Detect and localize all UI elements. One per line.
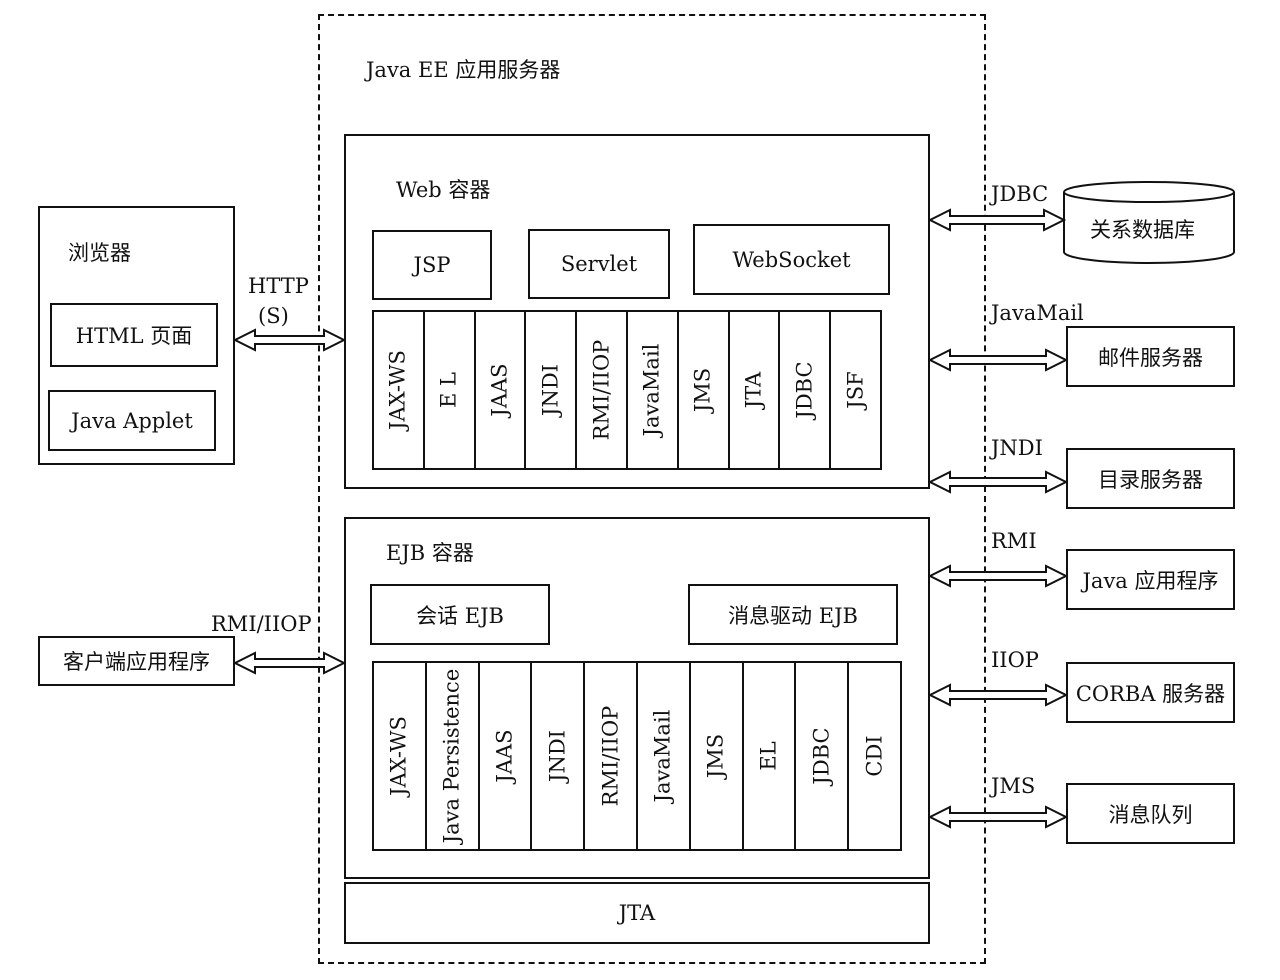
jms-link-label: JMS bbox=[991, 774, 1036, 798]
ejb-api-cell: CDI bbox=[849, 663, 900, 849]
ejb-api-jdbc: JDBC bbox=[809, 727, 834, 785]
ejb-api-jms: JMS bbox=[703, 733, 728, 779]
web-api-el: E L bbox=[436, 372, 461, 408]
web-api-rmi-iiop: RMI/IIOP bbox=[589, 339, 614, 441]
web-api-cell: JMS bbox=[679, 312, 730, 468]
corba-server-box: CORBA 服务器 bbox=[1066, 662, 1235, 723]
web-api-cell: JAAS bbox=[476, 312, 527, 468]
ejb-api-cell: JMS bbox=[691, 663, 744, 849]
web-api-jms: JMS bbox=[690, 367, 715, 413]
web-api-cell: JNDI bbox=[526, 312, 578, 468]
ejb-api-cell: JDBC bbox=[796, 663, 850, 849]
web-api-jsf: JSF bbox=[843, 371, 868, 409]
java-app-box: Java 应用程序 bbox=[1066, 549, 1235, 610]
http-label: HTTP bbox=[248, 274, 309, 298]
web-api-cell: JAX-WS bbox=[374, 312, 425, 468]
ejb-api-jax-ws: JAX-WS bbox=[386, 716, 411, 796]
web-api-cell: JTA bbox=[730, 312, 781, 468]
database-label: 关系数据库 bbox=[1090, 218, 1195, 242]
java-app-label: Java 应用程序 bbox=[1082, 568, 1219, 593]
ejb-api-cell: EL bbox=[744, 663, 797, 849]
web-api-jaas: JAAS bbox=[487, 363, 512, 417]
ejb-api-cell: Java Persistence bbox=[427, 663, 480, 849]
jsp-label: JSP bbox=[413, 253, 451, 277]
ejb-api-java-persistence: Java Persistence bbox=[439, 668, 464, 844]
message-queue-box: 消息队列 bbox=[1066, 783, 1235, 844]
jndi-link-label: JNDI bbox=[991, 436, 1043, 460]
javamail-link-label: JavaMail bbox=[991, 301, 1084, 325]
html-page-box: HTML 页面 bbox=[50, 303, 218, 367]
message-queue-label: 消息队列 bbox=[1108, 802, 1193, 827]
session-ejb-box: 会话 EJB bbox=[370, 584, 550, 645]
browser-title: 浏览器 bbox=[68, 241, 131, 265]
directory-server-box: 目录服务器 bbox=[1066, 448, 1235, 509]
websocket-label: WebSocket bbox=[732, 247, 851, 272]
ejb-api-jndi: JNDI bbox=[545, 730, 570, 782]
ejb-api-cell: JAX-WS bbox=[374, 663, 427, 849]
web-api-jdbc: JDBC bbox=[792, 361, 817, 419]
jta-label: JTA bbox=[618, 901, 656, 925]
jta-bar: JTA bbox=[344, 882, 930, 944]
session-ejb-label: 会话 EJB bbox=[416, 603, 504, 628]
servlet-box: Servlet bbox=[528, 229, 670, 299]
java-applet-box: Java Applet bbox=[48, 390, 216, 451]
mail-server-box: 邮件服务器 bbox=[1066, 326, 1235, 387]
web-api-jndi: JNDI bbox=[538, 364, 563, 416]
client-app-label: 客户端应用程序 bbox=[63, 650, 210, 674]
rmi-iiop-label: RMI/IIOP bbox=[211, 612, 312, 636]
web-api-javamail: JavaMail bbox=[639, 343, 664, 437]
client-app-box: 客户端应用程序 bbox=[38, 636, 235, 686]
mdb-label: 消息驱动 EJB bbox=[728, 603, 858, 628]
web-api-cell: RMI/IIOP bbox=[577, 312, 628, 468]
web-api-strip: JAX-WS E L JAAS JNDI RMI/IIOP JavaMail J… bbox=[372, 310, 882, 470]
ejb-api-cdi: CDI bbox=[862, 735, 887, 777]
mdb-box: 消息驱动 EJB bbox=[688, 584, 898, 645]
java-applet-label: Java Applet bbox=[71, 408, 193, 433]
ejb-api-el: EL bbox=[756, 741, 781, 771]
web-api-jta: JTA bbox=[741, 371, 766, 409]
web-container-title: Web 容器 bbox=[396, 178, 491, 202]
server-title: Java EE 应用服务器 bbox=[366, 58, 561, 82]
database-cylinder-icon bbox=[1063, 181, 1235, 264]
mail-server-label: 邮件服务器 bbox=[1098, 345, 1203, 370]
servlet-label: Servlet bbox=[560, 252, 638, 276]
rmi-link-label: RMI bbox=[991, 529, 1037, 553]
http-s-label: (S) bbox=[258, 304, 289, 328]
web-api-cell: E L bbox=[425, 312, 476, 468]
iiop-link-label: IIOP bbox=[991, 648, 1039, 672]
websocket-box: WebSocket bbox=[693, 224, 890, 295]
ejb-api-cell: JNDI bbox=[532, 663, 586, 849]
ejb-api-cell: RMI/IIOP bbox=[585, 663, 638, 849]
web-api-jax-ws: JAX-WS bbox=[385, 350, 410, 430]
ejb-container-title: EJB 容器 bbox=[386, 541, 474, 565]
directory-server-label: 目录服务器 bbox=[1098, 467, 1203, 492]
jsp-box: JSP bbox=[372, 230, 492, 300]
ejb-api-rmi-iiop: RMI/IIOP bbox=[598, 705, 623, 807]
web-api-cell: JSF bbox=[831, 312, 880, 468]
ejb-api-cell: JAAS bbox=[480, 663, 533, 849]
web-api-cell: JDBC bbox=[780, 312, 832, 468]
corba-server-label: CORBA 服务器 bbox=[1075, 681, 1226, 706]
web-api-cell: JavaMail bbox=[628, 312, 679, 468]
ejb-api-cell: JavaMail bbox=[638, 663, 691, 849]
ejb-api-strip: JAX-WS Java Persistence JAAS JNDI RMI/II… bbox=[372, 661, 902, 851]
html-page-label: HTML 页面 bbox=[75, 324, 193, 348]
jdbc-link-label: JDBC bbox=[991, 182, 1049, 206]
ejb-api-jaas: JAAS bbox=[492, 729, 517, 783]
ejb-api-javamail: JavaMail bbox=[650, 709, 675, 803]
